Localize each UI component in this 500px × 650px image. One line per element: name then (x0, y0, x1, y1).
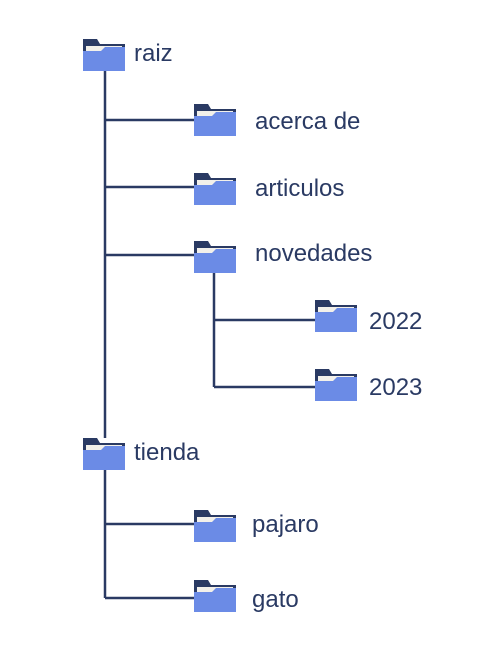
node-label-acerca-de: acerca de (255, 108, 360, 135)
folder-icon (315, 369, 357, 401)
tree-node-2022[interactable]: 2022 (315, 300, 422, 335)
folder-icon (194, 173, 236, 205)
folder-icon (83, 39, 125, 71)
node-label-2023: 2023 (369, 374, 422, 401)
tree-node-tienda[interactable]: tienda (83, 438, 200, 470)
node-label-gato: gato (252, 586, 299, 613)
node-label-2022: 2022 (369, 308, 422, 335)
node-label-novedades: novedades (255, 240, 372, 267)
tree-node-articulos[interactable]: articulos (194, 173, 344, 205)
node-label-pajaro: pajaro (252, 511, 319, 538)
node-label-raiz: raiz (134, 40, 173, 67)
folder-icon (315, 300, 357, 332)
tree-node-acerca-de[interactable]: acerca de (194, 104, 360, 136)
node-label-articulos: articulos (255, 175, 344, 202)
folder-icon (83, 438, 125, 470)
connector-lines (103, 70, 316, 600)
tree-node-pajaro[interactable]: pajaro (194, 510, 319, 542)
tree-node-raiz[interactable]: raiz (83, 39, 173, 71)
tree-node-gato[interactable]: gato (194, 580, 299, 613)
folder-icon (194, 104, 236, 136)
folder-icon (194, 510, 236, 542)
folder-icon (194, 241, 236, 273)
tree-node-novedades[interactable]: novedades (194, 240, 372, 273)
node-label-tienda: tienda (134, 439, 200, 466)
tree-node-2023[interactable]: 2023 (315, 369, 422, 401)
folder-icon (194, 580, 236, 612)
